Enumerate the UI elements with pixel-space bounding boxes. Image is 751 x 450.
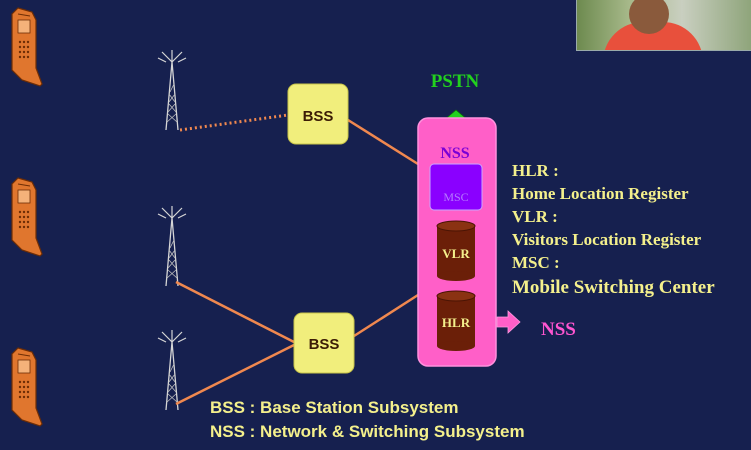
mobile-phone-icon [11, 347, 43, 427]
msc-label: MSC [443, 190, 468, 204]
bss-label: BSS [303, 108, 334, 125]
definition-line: Visitors Location Register [512, 230, 702, 249]
bss-box-top: BSS [287, 83, 349, 145]
bss-box-bottom: BSS [293, 312, 355, 374]
arrow-right-icon [496, 310, 521, 334]
antenna-tower-icon [157, 49, 187, 131]
nss-arrow-label: NSS [541, 319, 576, 340]
vlr-label: VLR [442, 246, 470, 261]
link-tower1-bss [179, 113, 289, 132]
hlr-label: HLR [442, 315, 471, 330]
presenter-head [629, 0, 669, 34]
legend: BSS : Base Station Subsystem NSS : Netwo… [210, 398, 525, 441]
pstn-label: PSTN [431, 71, 480, 92]
link-bss-nss-bottom [353, 293, 419, 338]
link-bss-nss-top [347, 118, 419, 166]
definitions-list: HLR : Home Location Register VLR : Visit… [512, 161, 715, 298]
definition-line: Mobile Switching Center [512, 277, 715, 298]
definition-line: MSC : [512, 253, 560, 272]
mobile-phone-icon [11, 177, 43, 257]
legend-line: NSS : Network & Switching Subsystem [210, 422, 525, 441]
database-cylinder-icon [436, 290, 476, 351]
antenna-tower-icon [157, 329, 187, 411]
database-cylinder-icon [436, 220, 476, 281]
definition-line: HLR : [512, 161, 559, 180]
nss-box-label: NSS [440, 145, 469, 162]
link-tower3-bss [175, 343, 295, 406]
link-tower2-bss [175, 280, 295, 344]
definition-line: VLR : [512, 207, 558, 226]
bss-label: BSS [309, 336, 340, 353]
mobile-phone-icon [11, 7, 43, 87]
webcam-overlay [576, 0, 751, 51]
definition-line: Home Location Register [512, 184, 689, 203]
legend-line: BSS : Base Station Subsystem [210, 398, 458, 417]
antenna-tower-icon [157, 205, 187, 287]
nss-box: NSS MSC VLR HLR [417, 117, 497, 367]
